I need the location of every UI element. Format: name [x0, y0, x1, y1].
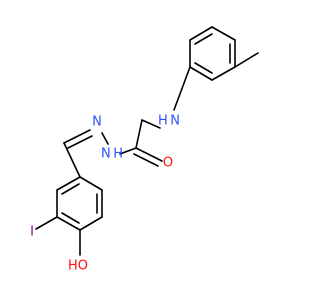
carbonyl-o-label: O — [163, 156, 173, 171]
hydrazide-nh-label: N H — [101, 147, 123, 162]
molecule-structure: H N N H N O I HO — [30, 26, 259, 274]
carbonyl-double-bond — [133, 147, 163, 167]
carbonyl-nh-bond — [119, 147, 137, 155]
hydroxyl-label: HO — [68, 259, 88, 274]
amine-nh-label: H N — [158, 114, 180, 129]
tolyl-ring — [189, 26, 236, 81]
imine-n-label: N — [92, 115, 102, 130]
ring-nh-bond — [173, 66, 191, 111]
methyl-bond — [234, 52, 259, 68]
n-n-bond — [101, 132, 109, 145]
phenol-ring — [56, 176, 103, 231]
imine-double-bond — [63, 129, 93, 149]
c-i-bond — [35, 216, 58, 230]
iodine-label: I — [30, 225, 34, 240]
ch2-carbonyl-bond — [135, 119, 143, 149]
nh-ch2-bond — [141, 119, 161, 129]
ch-ring-bond — [63, 142, 81, 178]
